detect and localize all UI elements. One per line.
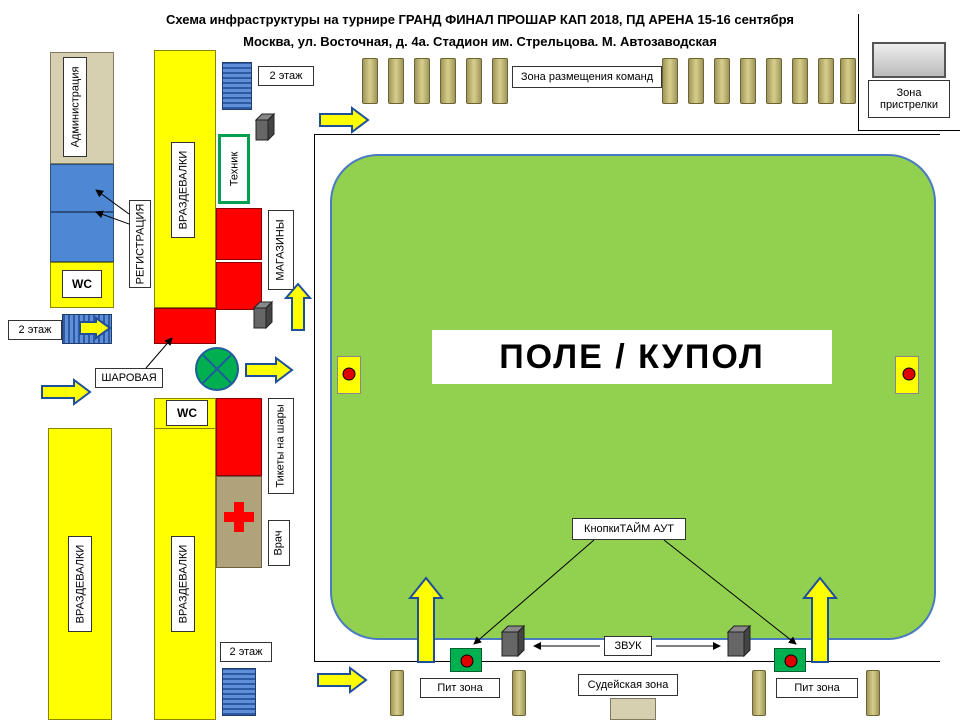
timeout-buttons-label: КнопкиТАЙМ АУТ: [572, 518, 686, 540]
arrow-right-icon: [319, 106, 370, 134]
doctor-label-box: Врач: [268, 520, 290, 566]
balls-shop: [154, 308, 216, 344]
timeout-button-icon: [895, 356, 919, 394]
shop-1: [216, 208, 262, 260]
team-bench-post: [414, 58, 430, 104]
timeout-button-icon: [774, 648, 806, 672]
floor2-bottom-label: 2 этаж: [220, 642, 272, 662]
arrow-right-icon: [79, 316, 112, 340]
locker-bottom-left-label-box: ВРАЗДЕВАЛКИ: [68, 536, 92, 632]
pit-zone-left-label: Пит зона: [420, 678, 500, 698]
administration-label-box: Администрация: [63, 57, 87, 157]
registration-room-2: [50, 212, 114, 262]
team-bench-post: [688, 58, 704, 104]
shooting-zone-wall: [858, 14, 859, 130]
diagram-title-line1: Схема инфраструктуры на турнире ГРАНД ФИ…: [166, 12, 794, 27]
floor2-top-label: 2 этаж: [258, 66, 314, 86]
team-bench-post: [466, 58, 482, 104]
pit-zone-right-label: Пит зона: [776, 678, 858, 698]
shops-label-box: МАГАЗИНЫ: [268, 210, 294, 290]
team-bench-post: [840, 58, 856, 104]
balls-circle-icon: [194, 346, 240, 392]
speaker-icon: [252, 300, 274, 330]
timeout-button-icon: [450, 648, 482, 672]
arrow-up-icon: [283, 282, 313, 331]
registration-label-box: РЕГИСТРАЦИЯ: [129, 200, 151, 288]
speaker-icon: [500, 624, 526, 658]
shooting-zone-label: Зона пристрелки: [868, 80, 950, 118]
shooting-zone-wall: [858, 130, 960, 131]
team-bench-post: [792, 58, 808, 104]
tech-box: Техник: [218, 134, 250, 204]
team-bench-post: [388, 58, 404, 104]
team-bench-post: [362, 58, 378, 104]
wc-room-left: [50, 262, 114, 308]
team-bench-post: [440, 58, 456, 104]
arrow-up-icon: [407, 576, 445, 663]
red-cross-icon: [222, 500, 256, 534]
stairs-icon: [222, 62, 252, 110]
floor2-left-label: 2 этаж: [8, 320, 62, 340]
team-bench-post: [492, 58, 508, 104]
sound-label: ЗВУК: [604, 636, 652, 656]
team-bench-post: [662, 58, 678, 104]
arena-wall-left: [314, 134, 315, 662]
registration-room-1: [50, 164, 114, 212]
arena-wall-bottom: [314, 661, 940, 662]
playing-field: [330, 154, 936, 640]
arrow-up-icon: [801, 576, 839, 663]
locker-bottom-right-label-box: ВРАЗДЕВАЛКИ: [171, 536, 195, 632]
field-label: ПОЛЕ / КУПОЛ: [432, 330, 832, 384]
shop-2: [216, 262, 262, 310]
stairs-icon: [222, 668, 256, 716]
tickets-label-box: Тикеты на шары: [268, 398, 294, 494]
timeout-button-icon: [337, 356, 361, 394]
locker-room-bottom-right: [154, 428, 216, 720]
balls-label: ШАРОВАЯ: [95, 368, 163, 388]
pit-post: [390, 670, 404, 716]
team-bench-post: [714, 58, 730, 104]
tickets-shop: [216, 398, 262, 476]
speaker-icon: [726, 624, 752, 658]
judges-zone-label: Судейская зона: [578, 674, 678, 696]
team-bench-post: [740, 58, 756, 104]
wc-label-mid: WC: [166, 400, 208, 426]
shooting-target: [872, 42, 946, 78]
team-bench-post: [766, 58, 782, 104]
pit-post: [866, 670, 880, 716]
wc-label-left: WC: [62, 270, 102, 298]
team-zone-label: Зона размещения команд: [512, 66, 662, 88]
team-bench-post: [818, 58, 834, 104]
arrow-right-icon: [41, 378, 92, 406]
arrow-right-icon: [245, 356, 294, 384]
arena-wall-top: [314, 134, 940, 135]
doctor-room: [216, 476, 262, 568]
speaker-icon: [254, 112, 276, 142]
locker-top-label-box: ВРАЗДЕВАЛКИ: [171, 142, 195, 238]
diagram-title-line2: Москва, ул. Восточная, д. 4а. Стадион им…: [243, 34, 717, 49]
arrow-right-icon: [317, 666, 368, 694]
pit-post: [752, 670, 766, 716]
pit-post: [512, 670, 526, 716]
